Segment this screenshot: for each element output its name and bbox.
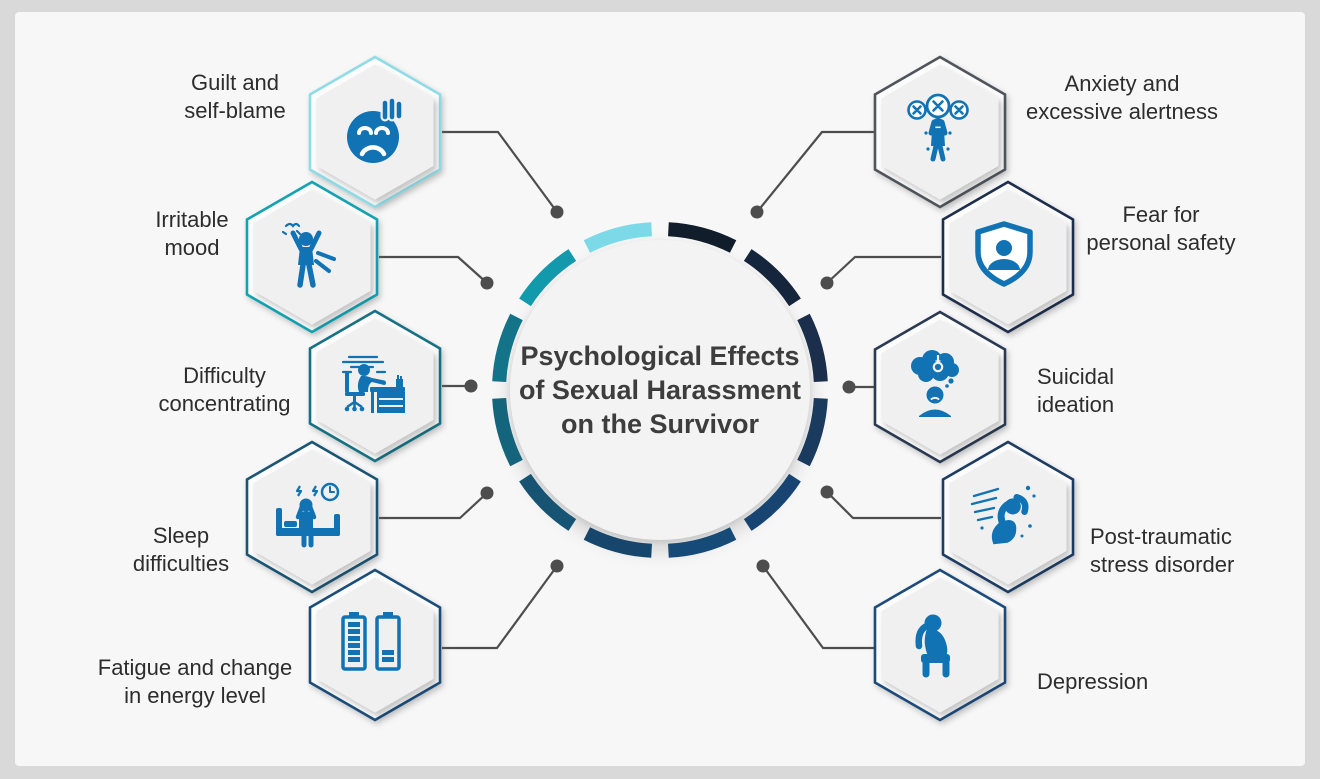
- anxious-person-icon: [907, 93, 969, 162]
- center-circle: Psychological Effects of Sexual Harassme…: [510, 240, 810, 540]
- hexagon-depression: [870, 566, 1010, 724]
- hexagon-anxiety: [870, 53, 1010, 211]
- crouching-person-icon: [970, 485, 1036, 545]
- shield-person-icon: [975, 221, 1033, 287]
- label-depression: Depression: [1037, 669, 1149, 694]
- title-line: on the Survivor: [560, 409, 760, 439]
- hexagon-suicidal: [870, 308, 1010, 466]
- hexagon-fatigue: [305, 566, 445, 724]
- sad-face-icon: [347, 96, 404, 163]
- batteries-icon: [341, 612, 401, 671]
- hexagon-fear: [938, 178, 1078, 336]
- hexagon-ptsd: [938, 438, 1078, 596]
- center-title: Psychological Effects of Sexual Harassme…: [510, 339, 810, 441]
- hexagon-irritable: [242, 178, 382, 336]
- angry-person-icon: [281, 222, 336, 288]
- title-line: of Sexual Harassment: [518, 375, 802, 405]
- hexagon-sleep: [242, 438, 382, 596]
- noose-thought-icon: [911, 350, 959, 417]
- title-line: Psychological Effects: [520, 341, 800, 371]
- person-at-desk-icon: [341, 355, 405, 413]
- hexagon-guilt: [305, 53, 445, 211]
- sitting-person-icon: [915, 614, 950, 678]
- person-on-bed-icon: [276, 482, 340, 548]
- hexagon-concentrating: [305, 307, 445, 465]
